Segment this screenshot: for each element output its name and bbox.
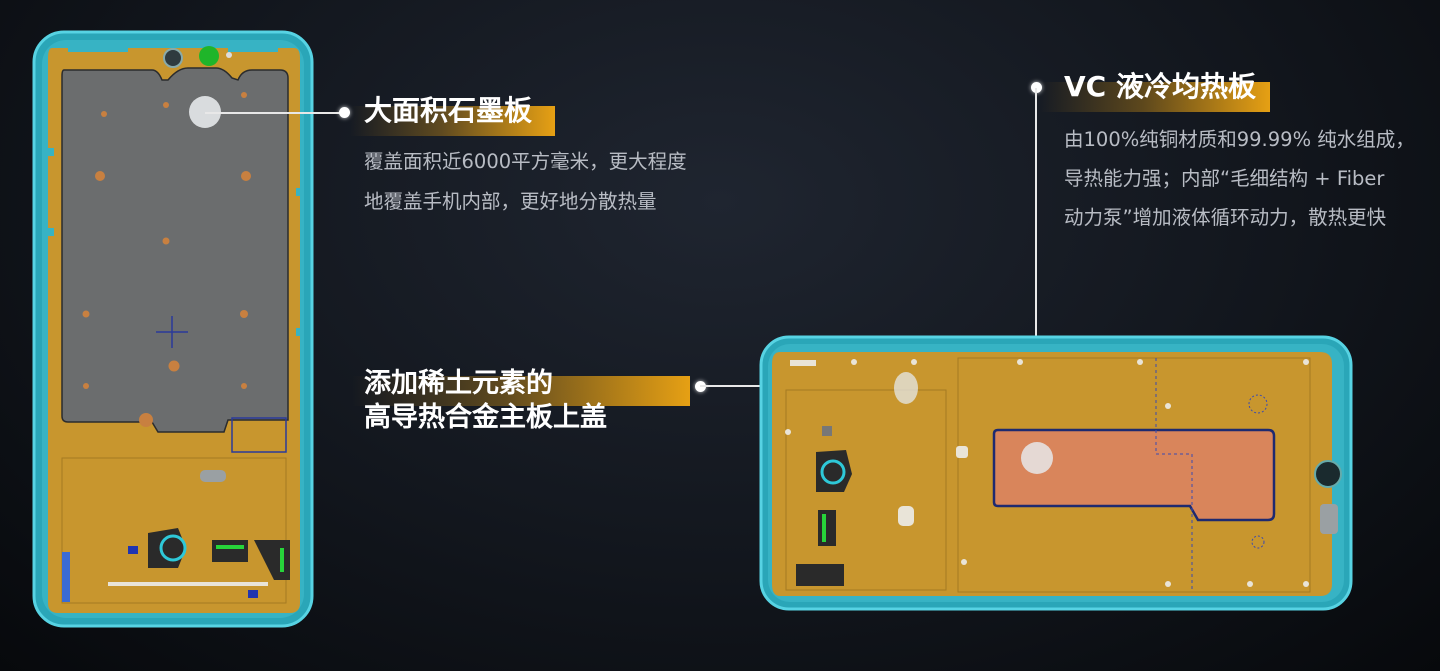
graphite-leader-line: [205, 112, 344, 114]
phone-board-vertical: [32, 30, 314, 628]
vc-leader-line: [1035, 88, 1037, 458]
vc-leader-dot: [1031, 82, 1042, 93]
vc-desc-line-3: 动力泵”增加液体循环动力，散热更快: [1064, 206, 1387, 229]
graphite-leader-dot: [339, 107, 350, 118]
graphite-desc-line-2: 地覆盖手机内部，更好地分散热量: [364, 190, 657, 213]
vc-title: VC 液冷均热板: [1064, 70, 1256, 103]
graphite-title: 大面积石墨板: [364, 94, 533, 127]
graphite-desc-line-1: 覆盖面积近6000平方毫米，更大程度: [364, 150, 687, 173]
vc-desc-line-1: 由100%纯铜材质和99.99% 纯水组成，: [1064, 128, 1415, 151]
vc-desc-line-2: 导热能力强；内部“毛细结构 + Fiber: [1064, 167, 1385, 190]
alloy-title-bar: [352, 376, 690, 406]
graphite-title-bar: [350, 106, 555, 136]
vc-title-bar: [1040, 82, 1270, 112]
phone-board-horizontal: [759, 335, 1353, 611]
alloy-title-line-2: 高导热合金主板上盖: [364, 402, 607, 433]
alloy-title-line-1: 添加稀土元素的: [364, 368, 553, 399]
